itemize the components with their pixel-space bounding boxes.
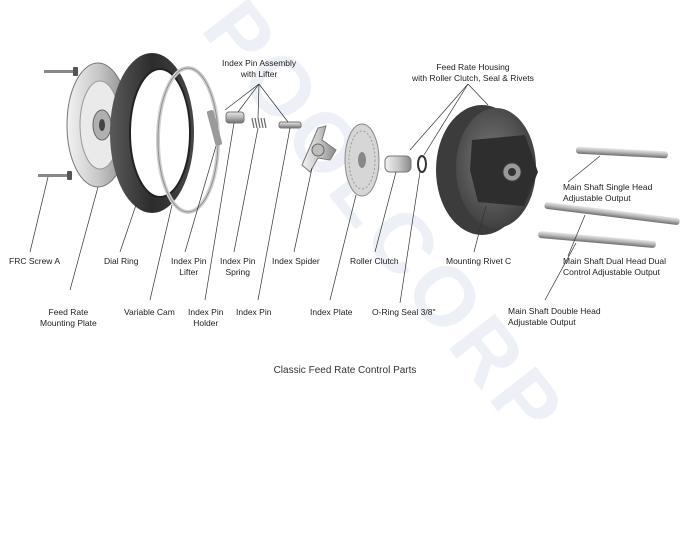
index-pin-spring-part — [251, 117, 267, 129]
main-shaft-single-part — [576, 146, 668, 159]
label-mounting-rivet-c: Mounting Rivet C — [446, 256, 512, 266]
frc-screw-bottom — [38, 171, 72, 180]
index-pin-part — [278, 121, 302, 129]
label-o-ring-seal: O-Ring Seal 3/8" — [372, 307, 436, 317]
diagram-stage: POOLCORP — [9, 0, 680, 457]
label-index-spider: Index Spider — [272, 256, 320, 266]
label-roller-clutch: Roller Clutch — [350, 256, 399, 266]
main-shaft-dual-part — [544, 202, 680, 225]
label-index-pin: Index Pin — [236, 307, 272, 317]
feed-rate-housing-part — [436, 105, 538, 235]
o-ring-part — [417, 155, 427, 173]
main-shaft-double-part — [538, 231, 656, 248]
label-frc-screw-a: FRC Screw A — [9, 256, 61, 266]
figure-caption: Classic Feed Rate Control Parts — [273, 365, 417, 376]
parts-illustration — [29, 53, 680, 304]
index-pin-holder-part — [225, 111, 245, 124]
label-dial-ring: Dial Ring — [104, 256, 139, 266]
index-spider-part — [301, 125, 337, 173]
label-index-plate: Index Plate — [310, 307, 353, 317]
index-pin-lifter-part — [206, 110, 223, 146]
dial-ring-part — [110, 53, 194, 213]
leader-lines — [29, 83, 601, 304]
label-variable-cam: Variable Cam — [124, 307, 175, 317]
roller-clutch-part — [384, 155, 412, 173]
index-plate-part — [344, 123, 380, 197]
frc-screw-top — [44, 67, 78, 76]
